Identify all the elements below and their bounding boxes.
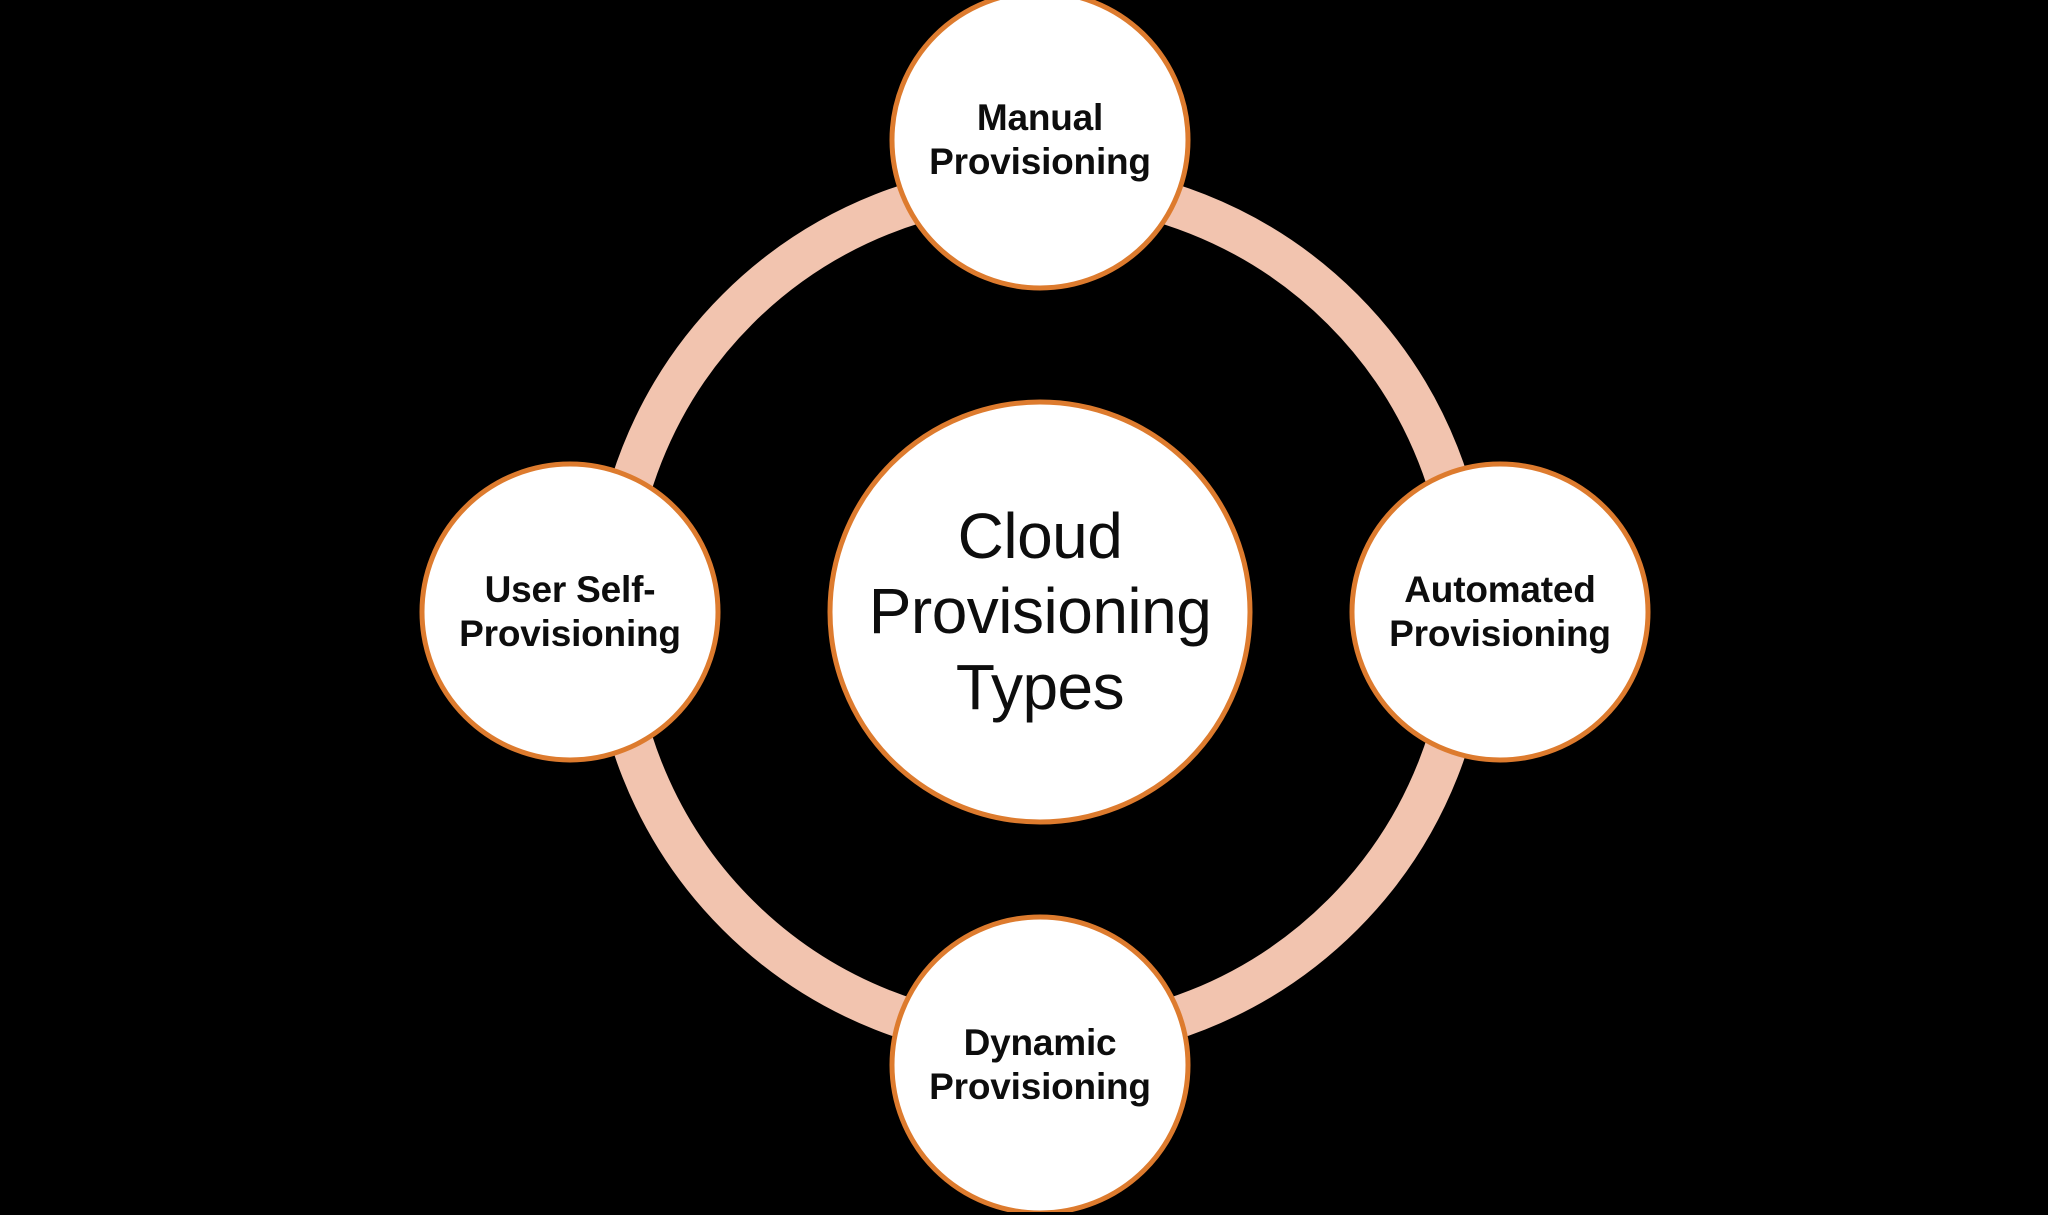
node-circle-user-self-provisioning[interactable] (419, 461, 721, 763)
node-circle-dynamic-provisioning[interactable] (889, 914, 1191, 1212)
node-circle-automated-provisioning[interactable] (1349, 461, 1651, 763)
node-circle-manual-provisioning[interactable] (889, 0, 1191, 291)
hub-circle[interactable] (827, 399, 1253, 825)
